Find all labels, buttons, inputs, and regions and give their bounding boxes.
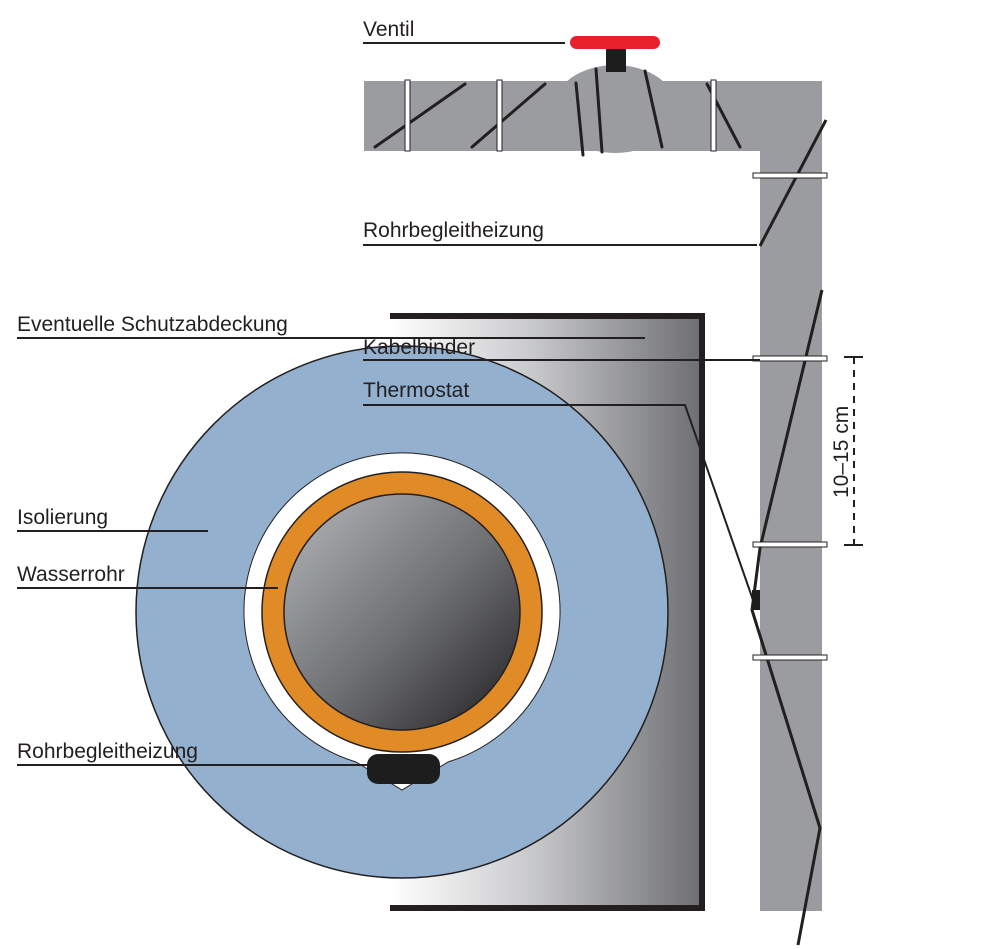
- valve: [570, 36, 660, 72]
- heating-cable-vertical: [758, 119, 828, 247]
- thermostat-sensor: [752, 590, 760, 610]
- label-cable-tie: Kabelbinder: [363, 336, 475, 359]
- label-spacing: 10–15 cm: [830, 406, 853, 498]
- label-thermostat: Thermostat: [363, 379, 469, 402]
- water-pipe: [261, 471, 543, 753]
- horizontal-pipe: [364, 65, 822, 911]
- leader-lines: [17, 42, 760, 766]
- heating-cable-section: [367, 754, 440, 784]
- spacing-dimension: [844, 356, 863, 546]
- heating-cable-spiral: [373, 67, 742, 157]
- label-protective-cover: Eventuelle Schutzabdeckung: [17, 313, 288, 336]
- label-insulation: Isolierung: [17, 506, 108, 529]
- label-trace-heating-top: Rohrbegleitheizung: [363, 219, 544, 242]
- label-water-pipe: Wasserrohr: [17, 563, 125, 586]
- label-valve: Ventil: [363, 18, 414, 41]
- label-trace-heating-bottom: Rohrbegleitheizung: [17, 740, 198, 763]
- cable-ties: [404, 79, 828, 661]
